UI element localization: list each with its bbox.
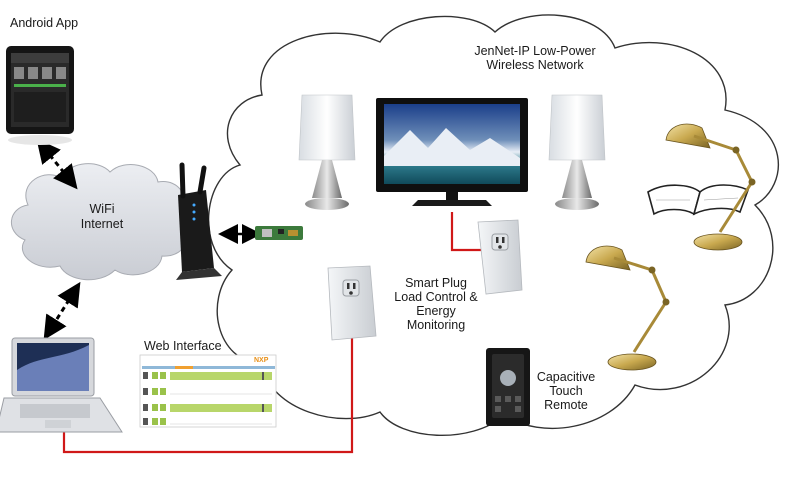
web-row-icon bbox=[143, 372, 148, 379]
web-row-button bbox=[160, 372, 166, 379]
web-row-level-bar bbox=[170, 404, 272, 412]
web-row-button bbox=[152, 372, 158, 379]
wire-laptop-to-plug bbox=[62, 320, 354, 454]
wifi-label-line-2: Internet bbox=[80, 217, 124, 231]
desk-lamp-lower bbox=[585, 245, 670, 371]
web-row-level-bar bbox=[170, 372, 272, 380]
web-row-icon bbox=[143, 404, 148, 411]
capacitive-touch-remote bbox=[486, 348, 530, 426]
web-interface-screenshot bbox=[139, 354, 277, 428]
arrow-android-wifi bbox=[36, 138, 78, 190]
network-label-line-2: Wireless Network bbox=[486, 58, 584, 72]
nxp-logo: NXP bbox=[254, 357, 269, 364]
table-lamp-right bbox=[548, 94, 606, 210]
remote-label-line-3: Remote bbox=[544, 398, 588, 412]
smart-plug-label: Smart Plug Load Control & Energy Monitor… bbox=[380, 276, 492, 332]
web-interface-label: Web Interface bbox=[144, 339, 222, 353]
television bbox=[376, 98, 528, 206]
smart-plug-label-line-4: Monitoring bbox=[406, 318, 466, 332]
web-row-icon bbox=[143, 388, 148, 395]
jennet-module bbox=[255, 226, 303, 240]
remote-label: Capacitive Touch Remote bbox=[526, 370, 606, 412]
remote-label-line-1: Capacitive bbox=[536, 370, 596, 384]
smart-plug-tv bbox=[477, 219, 523, 295]
web-row-icon bbox=[143, 418, 148, 425]
wifi-router bbox=[176, 162, 222, 280]
android-app-label: Android App bbox=[10, 16, 79, 30]
wifi-label-line-1: WiFi bbox=[89, 202, 115, 216]
laptop bbox=[0, 337, 123, 433]
arrow-wifi-laptop bbox=[43, 281, 81, 341]
smart-plug-label-line-1: Smart Plug bbox=[405, 276, 467, 290]
web-row-level-marker bbox=[262, 372, 264, 380]
smart-plug-label-line-2: Load Control & bbox=[394, 290, 478, 304]
table-lamp-left bbox=[298, 94, 356, 210]
web-row-button bbox=[152, 388, 158, 395]
network-label: JenNet-IP Low-Power Wireless Network bbox=[440, 44, 630, 72]
web-row-level-marker bbox=[262, 404, 264, 412]
web-row-button bbox=[160, 418, 166, 425]
smart-plug-center bbox=[327, 265, 377, 341]
wire-tv-to-plug bbox=[450, 212, 490, 252]
smart-plug-label-line-3: Energy bbox=[416, 304, 456, 318]
wifi-label: WiFi Internet bbox=[62, 202, 142, 232]
web-row-button bbox=[160, 404, 166, 411]
network-label-line-1: JenNet-IP Low-Power bbox=[474, 44, 596, 58]
web-row-button bbox=[152, 418, 158, 425]
remote-label-line-2: Touch bbox=[549, 384, 583, 398]
android-tablet bbox=[6, 46, 74, 145]
web-row-button bbox=[160, 388, 166, 395]
web-row-button bbox=[152, 404, 158, 411]
desk-lamp-upper bbox=[665, 123, 756, 251]
